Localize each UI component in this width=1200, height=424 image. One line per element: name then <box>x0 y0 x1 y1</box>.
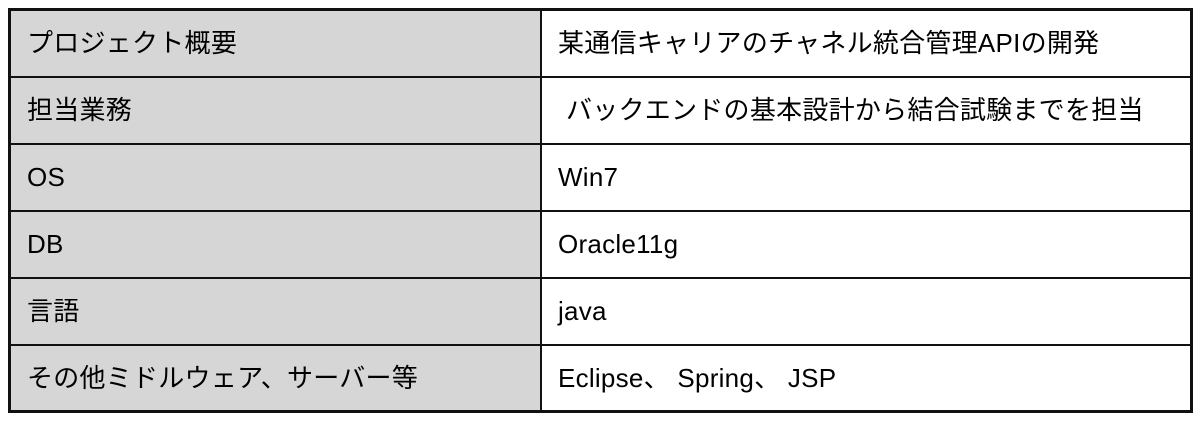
row-label-responsibilities: 担当業務 <box>8 75 542 145</box>
table-row: 言語 java <box>8 276 1193 346</box>
table-row: その他ミドルウェア、サーバー等 Eclipse、 Spring、 JSP <box>8 343 1193 413</box>
row-value-middleware-server: Eclipse、 Spring、 JSP <box>540 343 1193 413</box>
table-row: 担当業務 バックエンドの基本設計から結合試験までを担当 <box>8 75 1193 145</box>
table-row: OS Win7 <box>8 142 1193 212</box>
row-label-middleware-server: その他ミドルウェア、サーバー等 <box>8 343 542 413</box>
row-label-language: 言語 <box>8 276 542 346</box>
project-spec-table: プロジェクト概要 某通信キャリアのチャネル統合管理APIの開発 担当業務 バック… <box>8 8 1193 413</box>
row-value-responsibilities: バックエンドの基本設計から結合試験までを担当 <box>540 75 1193 145</box>
table-row: DB Oracle11g <box>8 209 1193 279</box>
row-label-os: OS <box>8 142 542 212</box>
row-label-project-overview: プロジェクト概要 <box>8 8 542 78</box>
row-value-language: java <box>540 276 1193 346</box>
table-row: プロジェクト概要 某通信キャリアのチャネル統合管理APIの開発 <box>8 8 1193 78</box>
row-value-db: Oracle11g <box>540 209 1193 279</box>
row-label-db: DB <box>8 209 542 279</box>
row-value-os: Win7 <box>540 142 1193 212</box>
table-body: プロジェクト概要 某通信キャリアのチャネル統合管理APIの開発 担当業務 バック… <box>8 8 1193 413</box>
row-value-project-overview: 某通信キャリアのチャネル統合管理APIの開発 <box>540 8 1193 78</box>
